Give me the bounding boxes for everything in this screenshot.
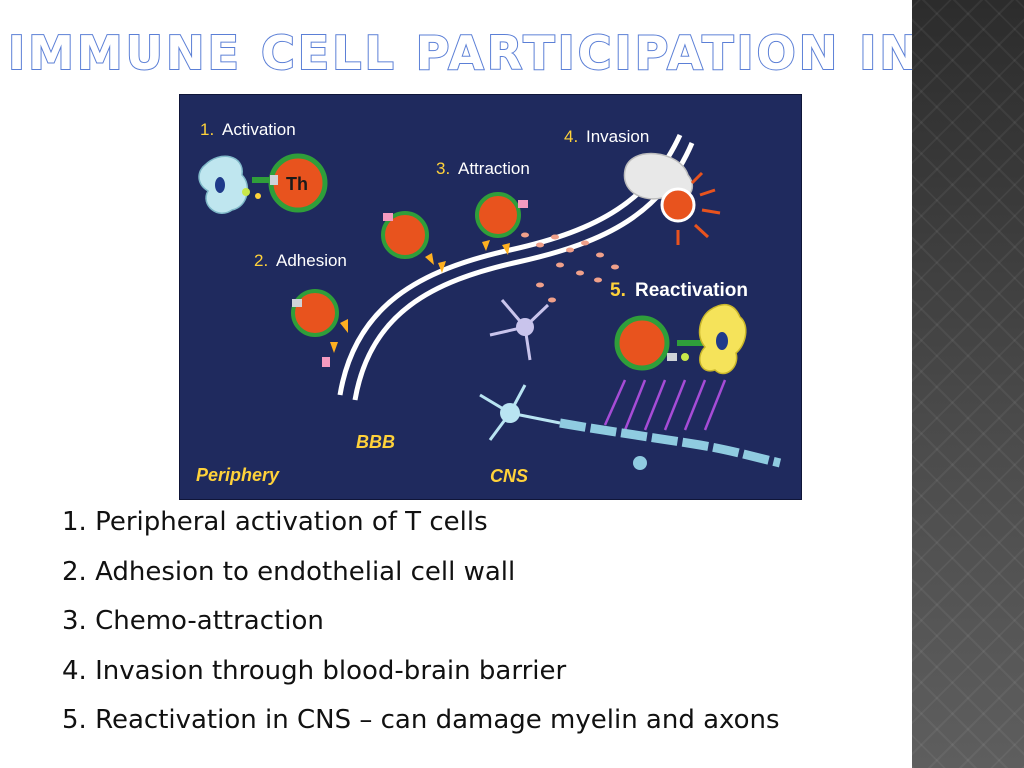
label-reactivation: Reactivation [635, 280, 748, 301]
label-invasion: Invasion [586, 127, 649, 146]
invasion-scene [623, 152, 721, 245]
step-1: 1. Peripheral activation of T cells [62, 507, 488, 537]
step-4: 4. Invasion through blood-brain barrier [62, 655, 567, 686]
steps-list: 1. Peripheral activation of T cells 2. A… [62, 503, 780, 751]
label-reactivation-number: 5. [610, 280, 626, 301]
label-adhesion: Adhesion [276, 251, 347, 270]
label-th-cell: Th [286, 174, 308, 194]
label-attraction-number: 3. [436, 159, 450, 178]
cns-neurons [479, 299, 782, 470]
chemokine-gradient [521, 232, 619, 303]
slide-title: Immune Cell Participation in MS [7, 26, 1024, 80]
label-activation: Activation [222, 120, 296, 139]
label-attraction: Attraction [458, 159, 530, 178]
label-bbb: BBB [356, 432, 395, 452]
step-5: 5. Reactivation in CNS – can damage myel… [62, 705, 780, 735]
step-2: 2. Adhesion to endothelial cell wall [62, 556, 516, 587]
label-periphery: Periphery [196, 465, 280, 485]
label-activation-number: 1. [200, 120, 214, 139]
label-invasion-number: 4. [564, 127, 578, 146]
activation-scene [198, 153, 328, 214]
label-adhesion-number: 2. [254, 251, 268, 270]
decorative-side-bar [912, 0, 1024, 768]
ms-immune-diagram: 1. Activation 2. Adhesion 3. Attraction … [179, 94, 802, 500]
label-cns: CNS [490, 466, 528, 486]
step-3: 3. Chemo-attraction [62, 606, 324, 636]
adhesion-scene [291, 211, 446, 367]
reactivation-scene [603, 303, 747, 431]
diagram-svg: 1. Activation 2. Adhesion 3. Attraction … [196, 120, 782, 486]
attraction-scene [475, 192, 528, 255]
